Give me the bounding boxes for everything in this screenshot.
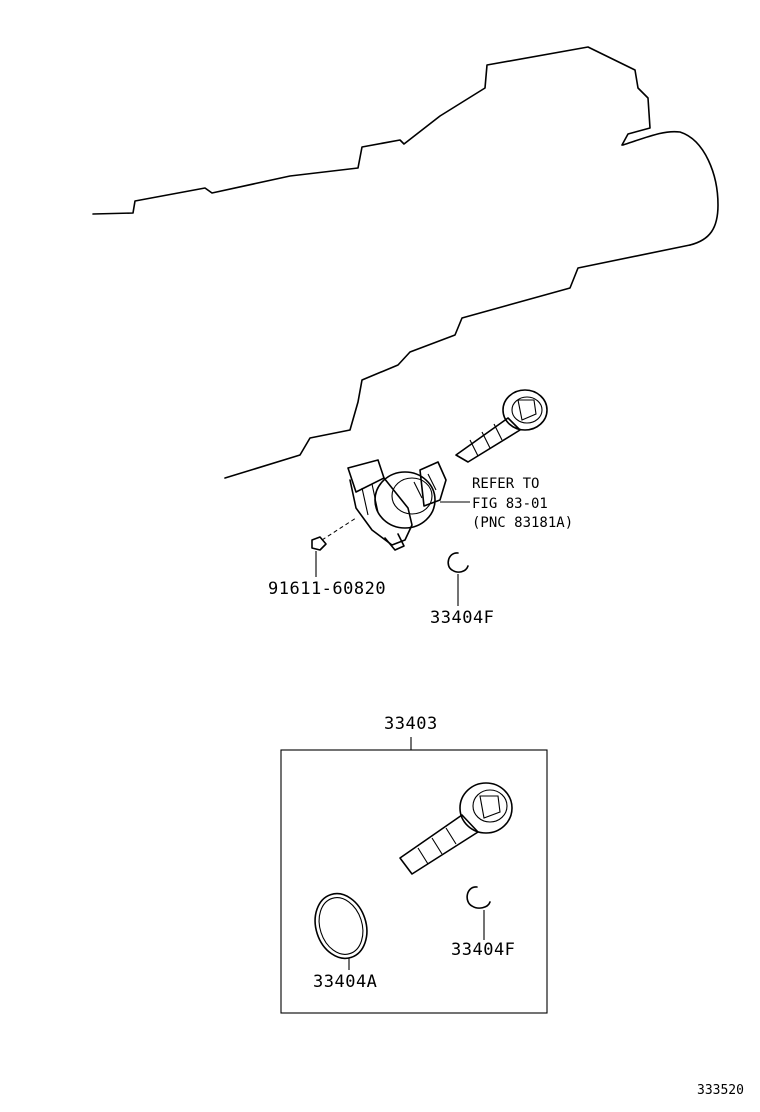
kit-part-number: 33403 <box>384 714 438 734</box>
o-ring-part-number: 33404A <box>313 972 378 992</box>
clip-top-part-number: 33404F <box>430 608 495 628</box>
transmission-housing <box>92 46 719 479</box>
clip-kit-part-number: 33404F <box>451 940 516 960</box>
refer-note-line2: FIG 83-01 <box>472 496 548 512</box>
clip-top <box>447 552 469 606</box>
clip-kit <box>466 886 491 940</box>
refer-note-line1: REFER TO <box>472 476 540 492</box>
refer-note-line3: (PNC 83181A) <box>472 515 574 531</box>
o-ring-kit <box>314 892 368 970</box>
illustration-code: 333520 <box>697 1083 744 1098</box>
driven-gear-kit <box>399 782 513 875</box>
kit-box <box>280 737 548 1014</box>
sensor-bolt <box>311 517 357 577</box>
bolt-part-number: 91611-60820 <box>268 579 387 599</box>
speed-sensor-assembly <box>347 459 447 551</box>
driven-gear-top <box>455 389 548 463</box>
